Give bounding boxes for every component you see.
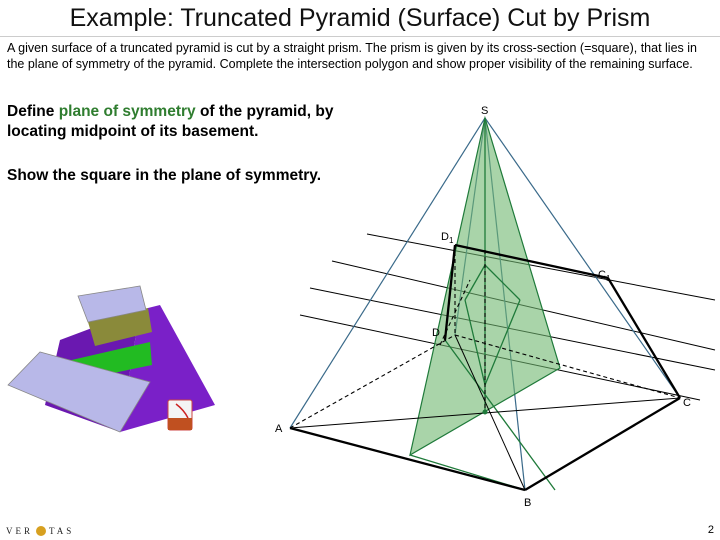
logo-text-left: VER [6, 526, 33, 536]
label-D1: D1 [441, 231, 454, 245]
veritas-logo-icon: VER TAS [6, 524, 74, 538]
intro-text: A given surface of a truncated pyramid i… [7, 41, 697, 71]
label-D: D [432, 327, 440, 339]
logo-text-right: TAS [49, 526, 75, 536]
hidden-edges [289, 245, 681, 429]
slide-title: Example: Truncated Pyramid (Surface) Cut… [69, 3, 651, 32]
vertex-points [482, 409, 488, 415]
label-S: S [481, 105, 488, 117]
define-instruction: Define plane of symmetry of the pyramid,… [7, 102, 377, 142]
model-lavender-top [77, 285, 147, 323]
page-number: 2 [707, 524, 714, 536]
logo-dot [36, 526, 46, 536]
midpoint-marker [482, 409, 488, 415]
define-suffix: of the pyramid, by locating midpoint of … [7, 103, 334, 140]
label-C1: C1 [598, 269, 611, 283]
label-C: C [683, 397, 691, 409]
model-lavender-bottom [7, 351, 151, 433]
truncated-pyramid-edges [289, 243, 681, 492]
pdf-document-icon[interactable] [167, 399, 193, 431]
label-A: A [275, 423, 283, 435]
define-prefix: Define [7, 103, 59, 120]
label-B: B [524, 497, 531, 509]
show-instruction: Show the square in the plane of symmetry… [7, 167, 322, 184]
plane-of-symmetry-highlight: plane of symmetry [58, 103, 196, 120]
model-olive-face [88, 308, 152, 346]
title-bar: Example: Truncated Pyramid (Surface) Cut… [0, 0, 720, 37]
